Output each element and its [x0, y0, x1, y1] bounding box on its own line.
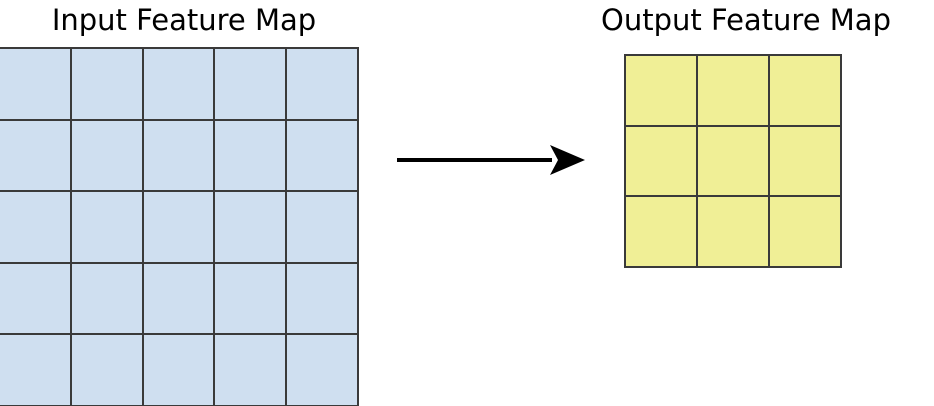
input-cell [0, 120, 70, 191]
output-cell [626, 197, 696, 266]
input-cell [71, 49, 142, 119]
input-cell [143, 192, 214, 262]
output-cell [770, 56, 840, 125]
input-cell [215, 335, 286, 405]
output-cell [698, 197, 768, 266]
input-cell [0, 192, 70, 262]
output-feature-map-grid [624, 54, 842, 268]
input-cell [143, 49, 214, 119]
input-cell [215, 263, 286, 334]
input-cell [143, 335, 214, 405]
input-cell [71, 335, 142, 405]
input-cell [71, 120, 142, 191]
output-cell [698, 56, 768, 125]
output-cell [626, 56, 696, 125]
input-cell [0, 49, 70, 119]
input-cell [0, 263, 70, 334]
input-cell [287, 335, 357, 405]
input-cell [0, 335, 70, 405]
output-cell [770, 197, 840, 266]
input-cell [143, 263, 214, 334]
input-feature-map-grid [0, 47, 359, 406]
input-cell [215, 120, 286, 191]
input-cell [287, 263, 357, 334]
input-cell [215, 192, 286, 262]
output-feature-map-title: Output Feature Map [601, 3, 891, 37]
output-cell [626, 126, 696, 196]
input-cell [71, 192, 142, 262]
input-cell [143, 120, 214, 191]
input-cell [287, 120, 357, 191]
input-cell [287, 192, 357, 262]
right-arrow-icon [397, 145, 585, 175]
output-cell [698, 126, 768, 196]
output-cell [770, 126, 840, 196]
input-cell [215, 49, 286, 119]
input-cell [71, 263, 142, 334]
input-feature-map-title: Input Feature Map [51, 3, 317, 37]
input-cell [287, 49, 357, 119]
